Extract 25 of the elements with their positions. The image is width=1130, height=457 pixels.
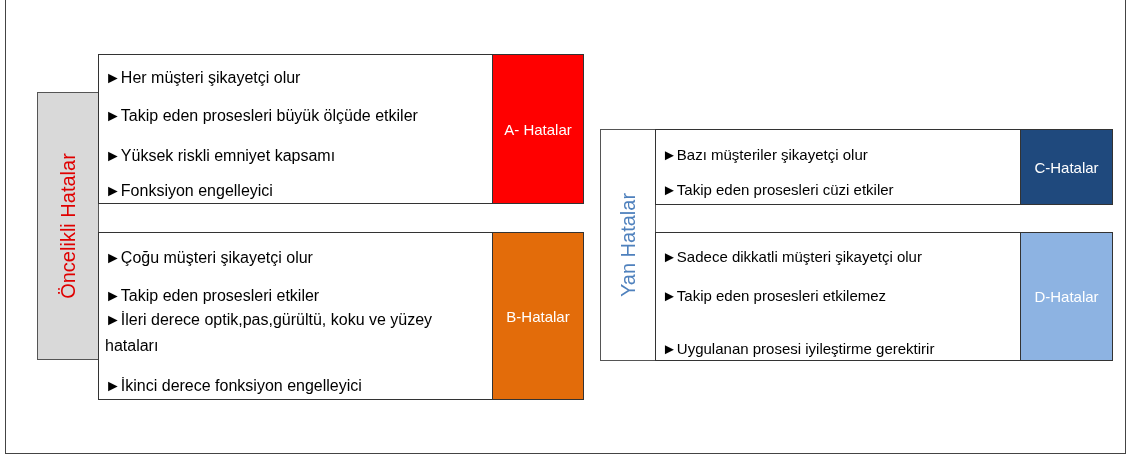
error-class-label: D-Hatalar — [1020, 232, 1113, 361]
criteria-text: ►Uygulanan prosesi iyileştirme gerektirir — [662, 339, 935, 359]
criteria-text: ►Takip eden prosesleri cüzi etkiler — [662, 180, 894, 200]
criteria-text: ►Her müşteri şikayetçi olur — [105, 68, 301, 88]
criteria-text: ►Sadece dikkatli müşteri şikayetçi olur — [662, 247, 922, 267]
error-class-label: C-Hatalar — [1020, 129, 1113, 205]
category-title: Öncelikli Hatalar — [56, 153, 80, 299]
criteria-text: ►İkinci derece fonksiyon engelleyici — [105, 376, 362, 396]
criteria-box — [98, 54, 583, 204]
criteria-text: ►Fonksiyon engelleyici — [105, 181, 273, 201]
category-title: Yan Hatalar — [616, 192, 640, 298]
criteria-text: ►Takip eden prosesleri etkilemez — [662, 286, 887, 306]
criteria-text: ►Bazı müşteriler şikayetçi olur — [662, 145, 868, 165]
criteria-text: ►Yüksek riskli emniyet kapsamı — [105, 146, 336, 166]
criteria-box — [655, 129, 1113, 205]
criteria-text: ►İleri derece optik,pas,gürültü, koku ve yüzey hataları — [105, 310, 434, 357]
error-class-label: B-Hatalar — [492, 232, 584, 400]
criteria-text: ►Takip eden prosesleri etkiler — [105, 286, 320, 306]
criteria-box — [655, 232, 1113, 361]
criteria-text: ►Çoğu müşteri şikayetçi olur — [105, 248, 313, 268]
criteria-text: ►Takip eden prosesleri büyük ölçüde etkiler — [105, 106, 418, 126]
error-class-label: A- Hatalar — [492, 54, 584, 204]
criteria-box — [98, 232, 583, 400]
category-band — [600, 129, 656, 361]
category-band — [37, 92, 99, 360]
